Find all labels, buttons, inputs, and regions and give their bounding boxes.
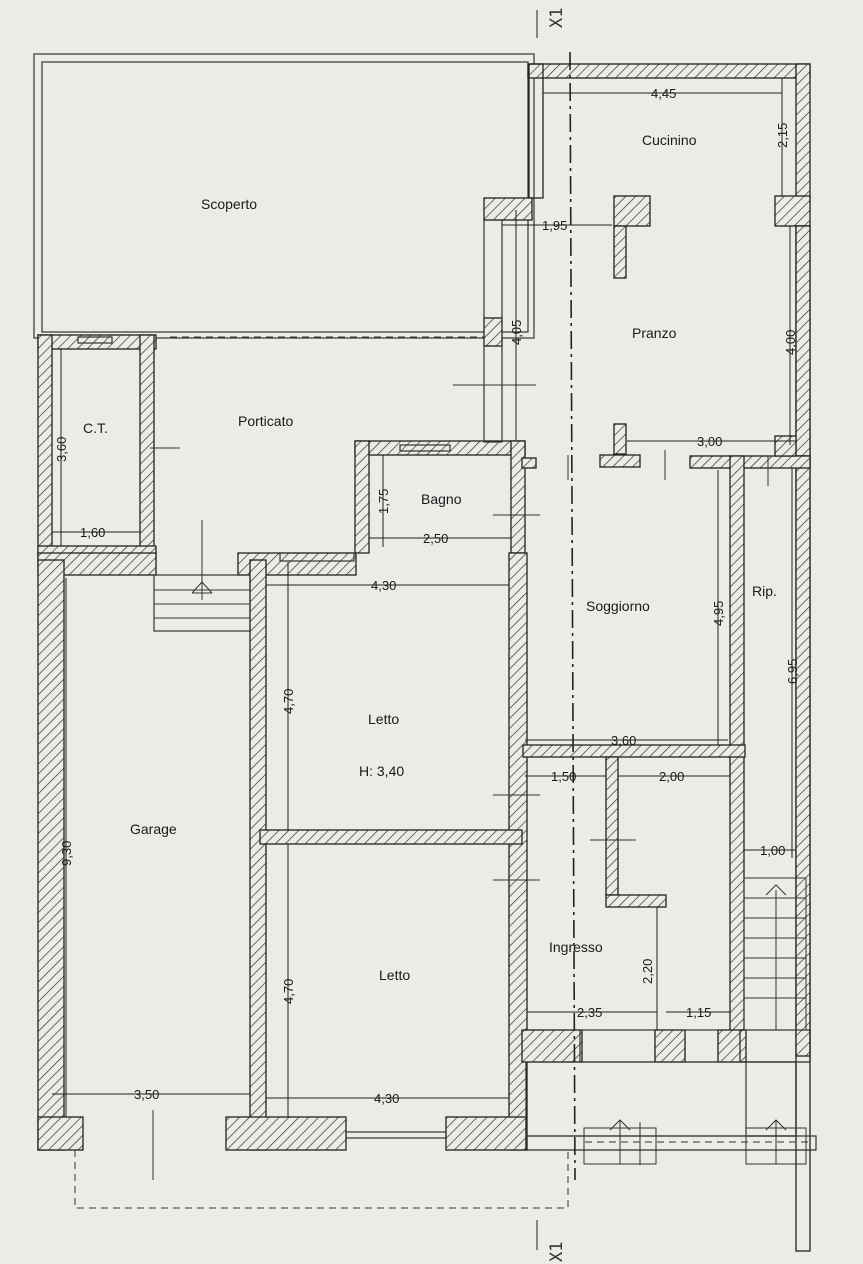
dim-letto-bottom-depth: 4,70 <box>281 979 296 1004</box>
dim-rip-depth: 6,95 <box>785 659 800 684</box>
room-pranzo: Pranzo <box>632 325 677 341</box>
room-bagno: Bagno <box>421 491 462 507</box>
dim-pranzo-step: 1,95 <box>542 218 567 233</box>
section-label-bottom: X1 <box>547 1242 567 1262</box>
walls <box>37 63 811 1252</box>
dimension-lines <box>52 78 796 1117</box>
secondary-outlines <box>77 219 817 1151</box>
room-garage: Garage <box>130 821 177 837</box>
room-soggiorno: Soggiorno <box>586 598 650 614</box>
dim-letto-bottom-width: 4,30 <box>374 1091 399 1106</box>
dim-garage-width: 3,50 <box>134 1087 159 1102</box>
garage-apron-dash <box>74 1150 569 1209</box>
dim-pranzo-depth-right: 4,00 <box>783 330 798 355</box>
room-ct: C.T. <box>83 420 108 436</box>
dim-garage-depth: 9,30 <box>59 841 74 866</box>
room-porticato: Porticato <box>238 413 293 429</box>
dim-side-width-bottom: 1,15 <box>686 1005 711 1020</box>
stair-front-left <box>583 1119 657 1165</box>
dim-soggiorno-width: 3,60 <box>611 733 636 748</box>
dim-side-room-width: 2,00 <box>659 769 684 784</box>
dim-cucinino-width: 4,45 <box>651 86 676 101</box>
room-letto-bottom: Letto <box>379 967 410 983</box>
dim-cucinino-depth: 2,15 <box>775 123 790 148</box>
dimension-labels: 4,45 2,15 1,95 4,05 4,00 3,00 3,60 1,60 … <box>54 86 800 1106</box>
room-ingresso: Ingresso <box>549 939 603 955</box>
section-label-top: X1 <box>547 8 567 28</box>
room-height-note: H: 3,40 <box>359 763 404 779</box>
room-labels: Scoperto Cucinino Pranzo C.T. Porticato … <box>83 132 777 983</box>
room-cucinino: Cucinino <box>642 132 697 148</box>
dim-ingresso-width-top: 1,50 <box>551 769 576 784</box>
dim-soggiorno-depth: 4,95 <box>711 601 726 626</box>
dim-letto-top-depth: 4,70 <box>281 689 296 714</box>
dim-ct-width: 1,60 <box>80 525 105 540</box>
dim-stair-width: 1,00 <box>760 843 785 858</box>
dim-bagno-depth: 1,75 <box>376 489 391 514</box>
cross-marks <box>150 384 769 1180</box>
room-scoperto: Scoperto <box>201 196 257 212</box>
dim-ingresso-width-bottom: 2,35 <box>577 1005 602 1020</box>
yard-outline <box>33 53 535 339</box>
dim-ingresso-depth: 2,20 <box>640 959 655 984</box>
stair-right <box>743 877 807 1031</box>
room-rip: Rip. <box>752 583 777 599</box>
dim-ct-depth: 3,60 <box>54 437 69 462</box>
room-letto-top: Letto <box>368 711 399 727</box>
dim-bagno-width: 2,50 <box>423 531 448 546</box>
dim-letto-top-width: 4,30 <box>371 578 396 593</box>
section-axis <box>569 51 576 1181</box>
stair-porch <box>154 520 250 619</box>
stair-front-right <box>745 1119 807 1165</box>
dim-pranzo-width: 3,00 <box>697 434 722 449</box>
dim-pranzo-depth-left: 4,05 <box>509 320 524 345</box>
